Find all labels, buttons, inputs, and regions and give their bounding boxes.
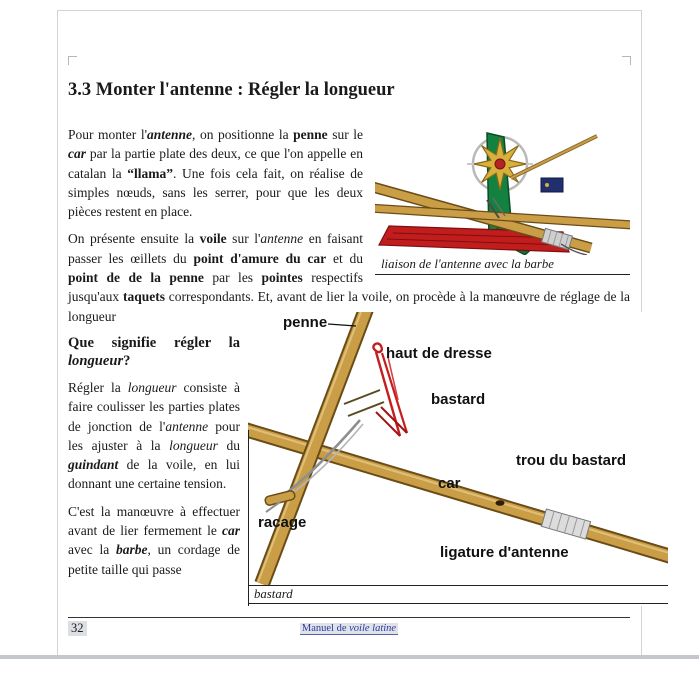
paragraph-3: Régler la longueur consiste à faire coul… — [68, 379, 240, 492]
diagram-label-ligature: ligature d'antenne — [440, 543, 569, 561]
antenne-barbe-canvas — [375, 132, 630, 255]
page-text-area: 3.3 Monter l'antenne : Régler la longueu… — [68, 57, 668, 614]
lashing — [486, 199, 500, 219]
figure2-left-border — [248, 429, 250, 606]
page-edge-left — [57, 10, 58, 655]
diagram-label-trou-du-bastard: trou du bastard — [516, 451, 627, 469]
bastard-diagram-canvas — [248, 311, 668, 585]
figure2-caption: bastard — [248, 584, 668, 604]
paragraph-1: Pour monter l'antenne, on positionne la … — [68, 127, 363, 220]
figure1-caption: liaison de l'antenne avec la barbe — [375, 255, 630, 275]
diagram-label-penne: penne — [283, 313, 328, 331]
ligature-band — [540, 508, 592, 540]
paragraph-2: On présente ensuite la voile sur l'anten… — [68, 231, 630, 324]
paragraph-4: C'est la manœuvre à effectuer avant de l… — [68, 503, 241, 577]
thin-spar — [510, 135, 598, 179]
subsection-heading: Que signifie régler la longueur? — [68, 334, 240, 369]
diagram-label-racage: racage — [258, 513, 307, 531]
bastard-loop — [372, 342, 383, 354]
section-title: 3.3 Monter l'antenne : Régler la longueu… — [68, 80, 395, 100]
junction-knot — [343, 389, 381, 405]
diagram-label-bastard: bastard — [431, 390, 486, 408]
text-boundary-mark-top-left — [68, 56, 77, 65]
figure-antenne-barbe: liaison de l'antenne avec la barbe — [375, 128, 630, 275]
racage-rope — [283, 419, 361, 496]
footer-title-text: Manuel de voile latine — [299, 623, 399, 635]
page-footer: 32 Manuel de voile latine — [68, 617, 630, 648]
page-number: 32 — [68, 621, 87, 636]
figure-bastard-diagram: penne haut de dresse bastard trou du bas… — [248, 311, 668, 606]
footer-title: Manuel de voile latine — [68, 623, 630, 635]
hanging-rope — [560, 243, 588, 255]
text-boundary-mark-top-right — [622, 56, 631, 65]
star-center — [494, 158, 506, 170]
penne-spar — [256, 311, 372, 585]
page-break — [0, 655, 699, 659]
second-spar — [375, 205, 630, 229]
racage-toggle — [264, 490, 296, 506]
pennant — [540, 177, 564, 193]
trou-du-bastard-hole — [495, 500, 505, 506]
page-edge-top — [57, 10, 642, 11]
diagram-label-haut-de-dresse: haut de dresse — [386, 344, 492, 362]
diagram-label-car: car — [438, 474, 461, 492]
penne-leader-line — [327, 323, 357, 327]
